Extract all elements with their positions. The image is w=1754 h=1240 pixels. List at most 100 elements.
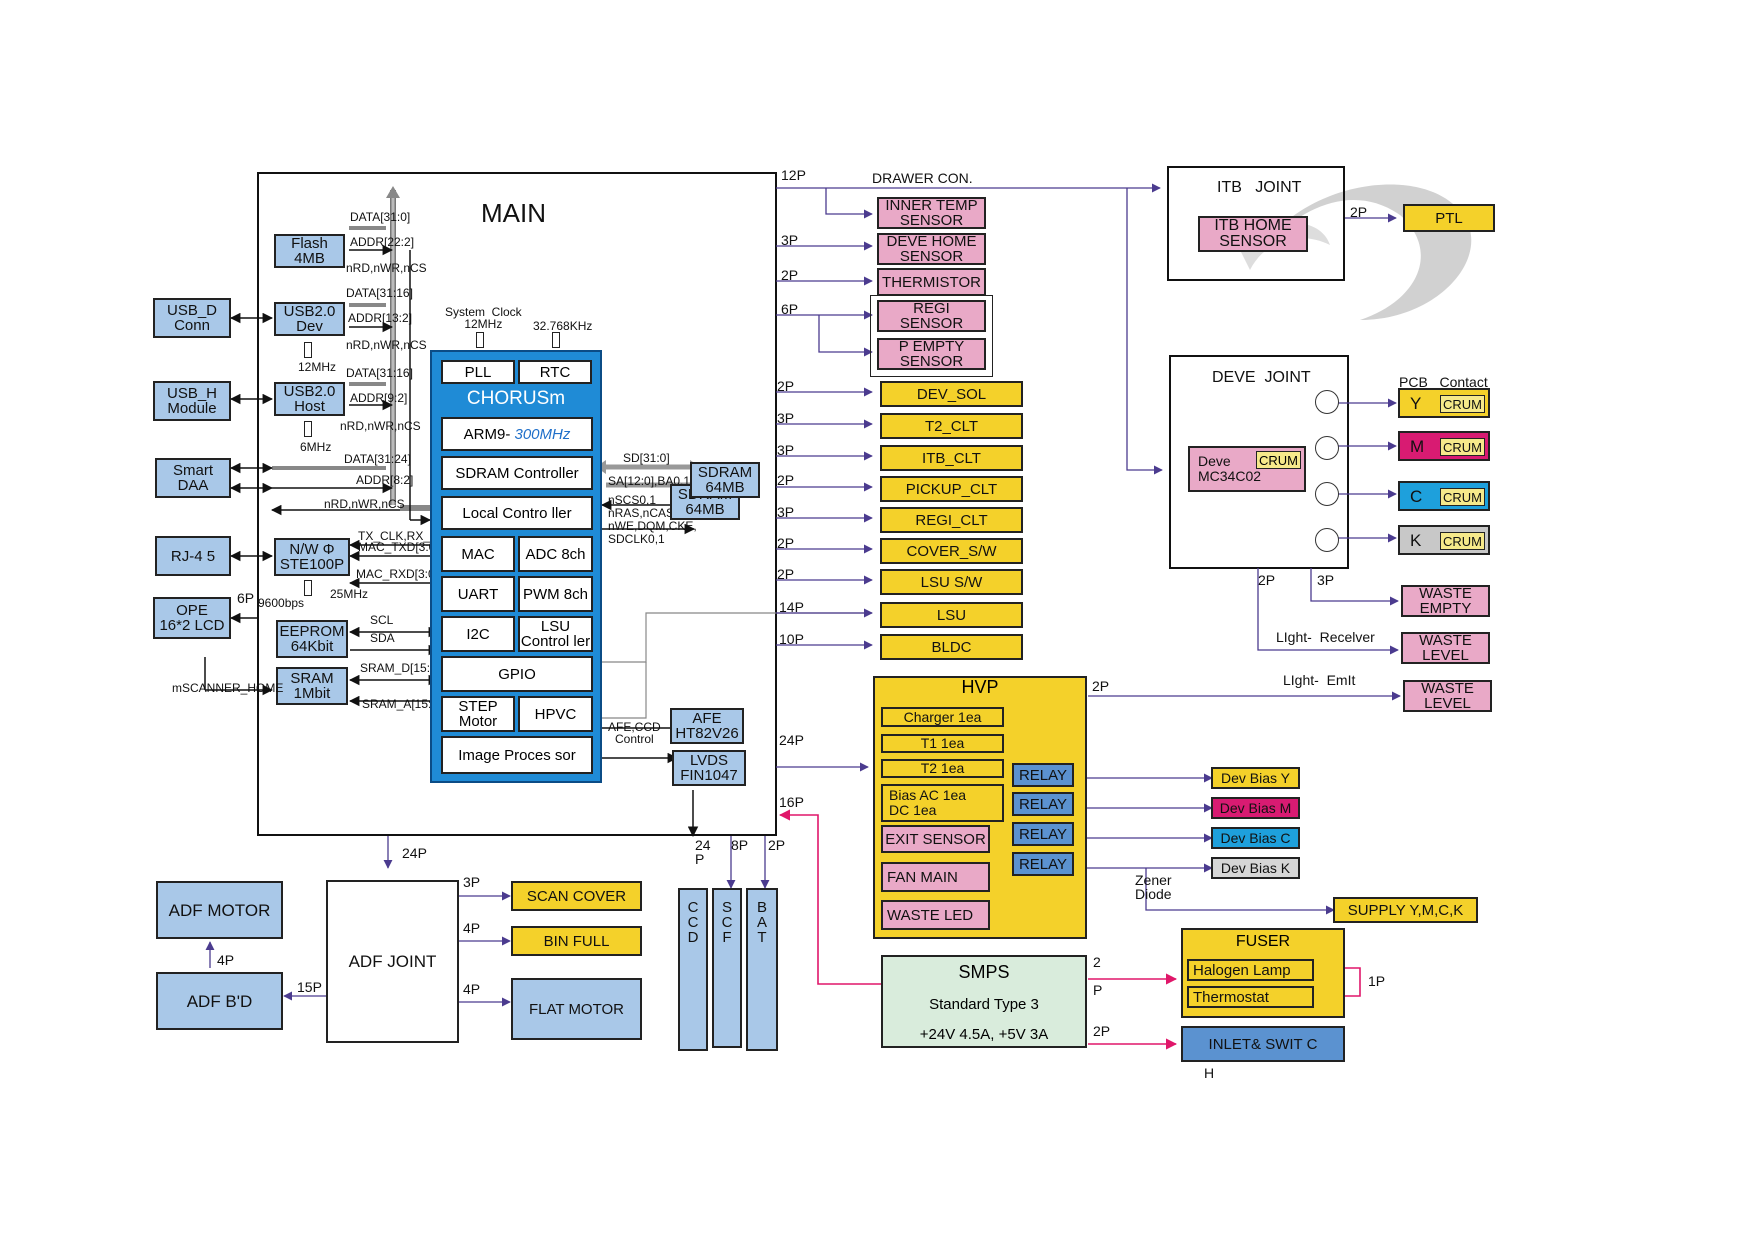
bias-unit: Bias AC 1ea DC 1ea — [881, 784, 1004, 822]
adf-joint: ADF JOINT — [326, 880, 459, 1043]
host-ctrl-label: nRD,nWR,nCS — [340, 419, 421, 433]
itb-home-sensor: ITB HOME SENSOR — [1198, 216, 1308, 252]
local-controller-block: Local Contro ller — [441, 496, 593, 530]
pins-dev-sol: 2P — [777, 378, 795, 394]
dev-bias-c: Dev Bias C — [1211, 827, 1300, 849]
rj45-connector: RJ-4 5 — [155, 536, 231, 576]
fan-main: FAN MAIN — [881, 862, 990, 892]
bin-full-pins: 4P — [463, 920, 481, 936]
pcb-contact-letter: K — [1410, 530, 1422, 550]
daa-ctrl-label: nRD,nWR,nCS — [324, 497, 405, 511]
crum-tag: CRUM — [1440, 438, 1485, 456]
pcb-contact-letter: C — [1410, 486, 1423, 506]
system-clock-crystal — [476, 332, 484, 348]
smps-title: SMPS — [958, 962, 1010, 982]
flash-ctrl-label: nRD,nWR,nCS — [346, 261, 427, 275]
afe-chip: AFE HT82V26 — [670, 708, 744, 744]
usb-host-clock-label: 6MHz — [300, 440, 332, 454]
charger-unit: Charger 1ea — [881, 707, 1004, 727]
afe-ccd-control-label: AFE,CCD Control — [608, 720, 661, 746]
deve-pins-2p: 2P — [1258, 572, 1276, 588]
rtc-clock-label: 32.768KHz — [533, 319, 593, 333]
arm9-core: ARM9- 300MHz — [441, 417, 593, 451]
pins-2p-thermistor: 2P — [781, 267, 799, 283]
zener-diode-label: Zener Diode — [1135, 872, 1172, 902]
sdram-controller-block: SDRAM Controller — [441, 456, 593, 490]
mac-block: MAC — [441, 536, 515, 572]
smps-pin-p: P — [1093, 982, 1103, 998]
lsu-controller-block: LSU Control ler — [518, 616, 593, 652]
pins-3p-deve-home: 3P — [781, 232, 799, 248]
deve-pins-3p: 3P — [1317, 572, 1335, 588]
inlet-suffix: H — [1204, 1065, 1215, 1081]
smps-unit — [881, 955, 1087, 1048]
mii-txd-label: MAC_TXD[3:0] — [358, 540, 439, 554]
lsu-sw: LSU S/W — [880, 569, 1023, 595]
dev-sol: DEV_SOL — [880, 381, 1023, 407]
ptl-unit: PTL — [1403, 204, 1495, 232]
relay-c: RELAY — [1012, 822, 1074, 846]
halogen-lamp: Halogen Lamp — [1187, 959, 1314, 981]
fuser-title: FUSER — [1235, 933, 1291, 950]
mii-tx-label: TX_CLK,RX_C — [358, 529, 439, 543]
crum-tag: CRUM — [1440, 395, 1485, 413]
inlet-switch: INLET& SWIT C — [1181, 1026, 1345, 1062]
usb-dev-crystal — [304, 342, 312, 358]
drawer-con-label: DRAWER CON. — [872, 170, 973, 186]
adf-joint-pins: 24P — [402, 845, 427, 861]
t2-unit: T2 1ea — [881, 759, 1004, 778]
scl-label: SCL — [370, 613, 394, 627]
hvp-waste-pins: 2P — [1092, 678, 1110, 694]
dev-data-bus-label: DATA[31:16] — [346, 286, 413, 300]
relay-y: RELAY — [1012, 763, 1074, 787]
pll-block: PLL — [441, 360, 515, 384]
arm9-speed: 300MHz — [514, 425, 571, 443]
dev-bias-m: Dev Bias M — [1211, 797, 1300, 819]
inner-temp-sensor: INNER TEMP SENSOR — [877, 197, 986, 229]
flat-motor: FLAT MOTOR — [511, 978, 642, 1040]
waste-led: WASTE LED — [881, 900, 990, 930]
dev-bias-k: Dev Bias K — [1211, 857, 1300, 879]
contact-circle-y — [1315, 390, 1339, 414]
light-receiver-label: LIght- Recelver — [1276, 629, 1375, 645]
main-board-outline — [257, 172, 777, 836]
flat-motor-pins: 4P — [463, 981, 481, 997]
usb-dev-controller: USB2.0 Dev — [274, 302, 345, 336]
hvp-title: HVP — [961, 677, 999, 697]
sdclk-label: SDCLK0,1 — [608, 532, 665, 546]
i2c-block: I2C — [441, 616, 515, 652]
relay-m: RELAY — [1012, 792, 1074, 816]
phy-crystal — [304, 580, 312, 596]
daa-addr-bus-label: ADDR[8:2] — [356, 473, 414, 487]
regi-clt: REGI_CLT — [880, 507, 1023, 533]
gpio-block: GPIO — [441, 656, 593, 692]
itb-joint-outline — [1167, 166, 1345, 281]
bldc-motor: BLDC — [880, 634, 1023, 660]
pins-pickup-clt: 2P — [777, 472, 795, 488]
usb-d-connector: USB_D Conn — [153, 298, 231, 338]
pins-lsu: 14P — [779, 599, 804, 615]
deve-crum-tag: CRUM — [1256, 451, 1301, 469]
rtc-crystal — [552, 332, 560, 348]
pickup-clt: PICKUP_CLT — [880, 476, 1023, 502]
host-addr-bus-label: ADDR[9:2] — [350, 391, 408, 405]
pins-itb-clt: 3P — [777, 442, 795, 458]
lsu-unit: LSU — [880, 602, 1023, 628]
deve-joint-outline — [1169, 355, 1349, 569]
sda-label: SDA — [370, 631, 395, 645]
ccd-pins: 24 P — [695, 837, 711, 867]
bat-pins: 2P — [768, 837, 786, 853]
ope-rate-label: 9600bps — [258, 596, 305, 610]
sdram-chip-front: SDRAM 64MB — [690, 462, 760, 498]
thermistor: THERMISTOR — [877, 268, 986, 296]
bin-full-sensor: BIN FULL — [511, 926, 642, 956]
pins-hvp: 24P — [779, 732, 804, 748]
sa-bus-label: SA[12:0],BA0,1 — [608, 474, 691, 488]
pcb-contact-y: Y CRUM — [1398, 388, 1490, 418]
contact-circle-m — [1315, 436, 1339, 460]
host-data-bus-label: DATA[31:16] — [346, 366, 413, 380]
pcb-contact-letter: Y — [1410, 393, 1422, 413]
itb-joint-title: ITB JOINT — [1217, 179, 1302, 196]
